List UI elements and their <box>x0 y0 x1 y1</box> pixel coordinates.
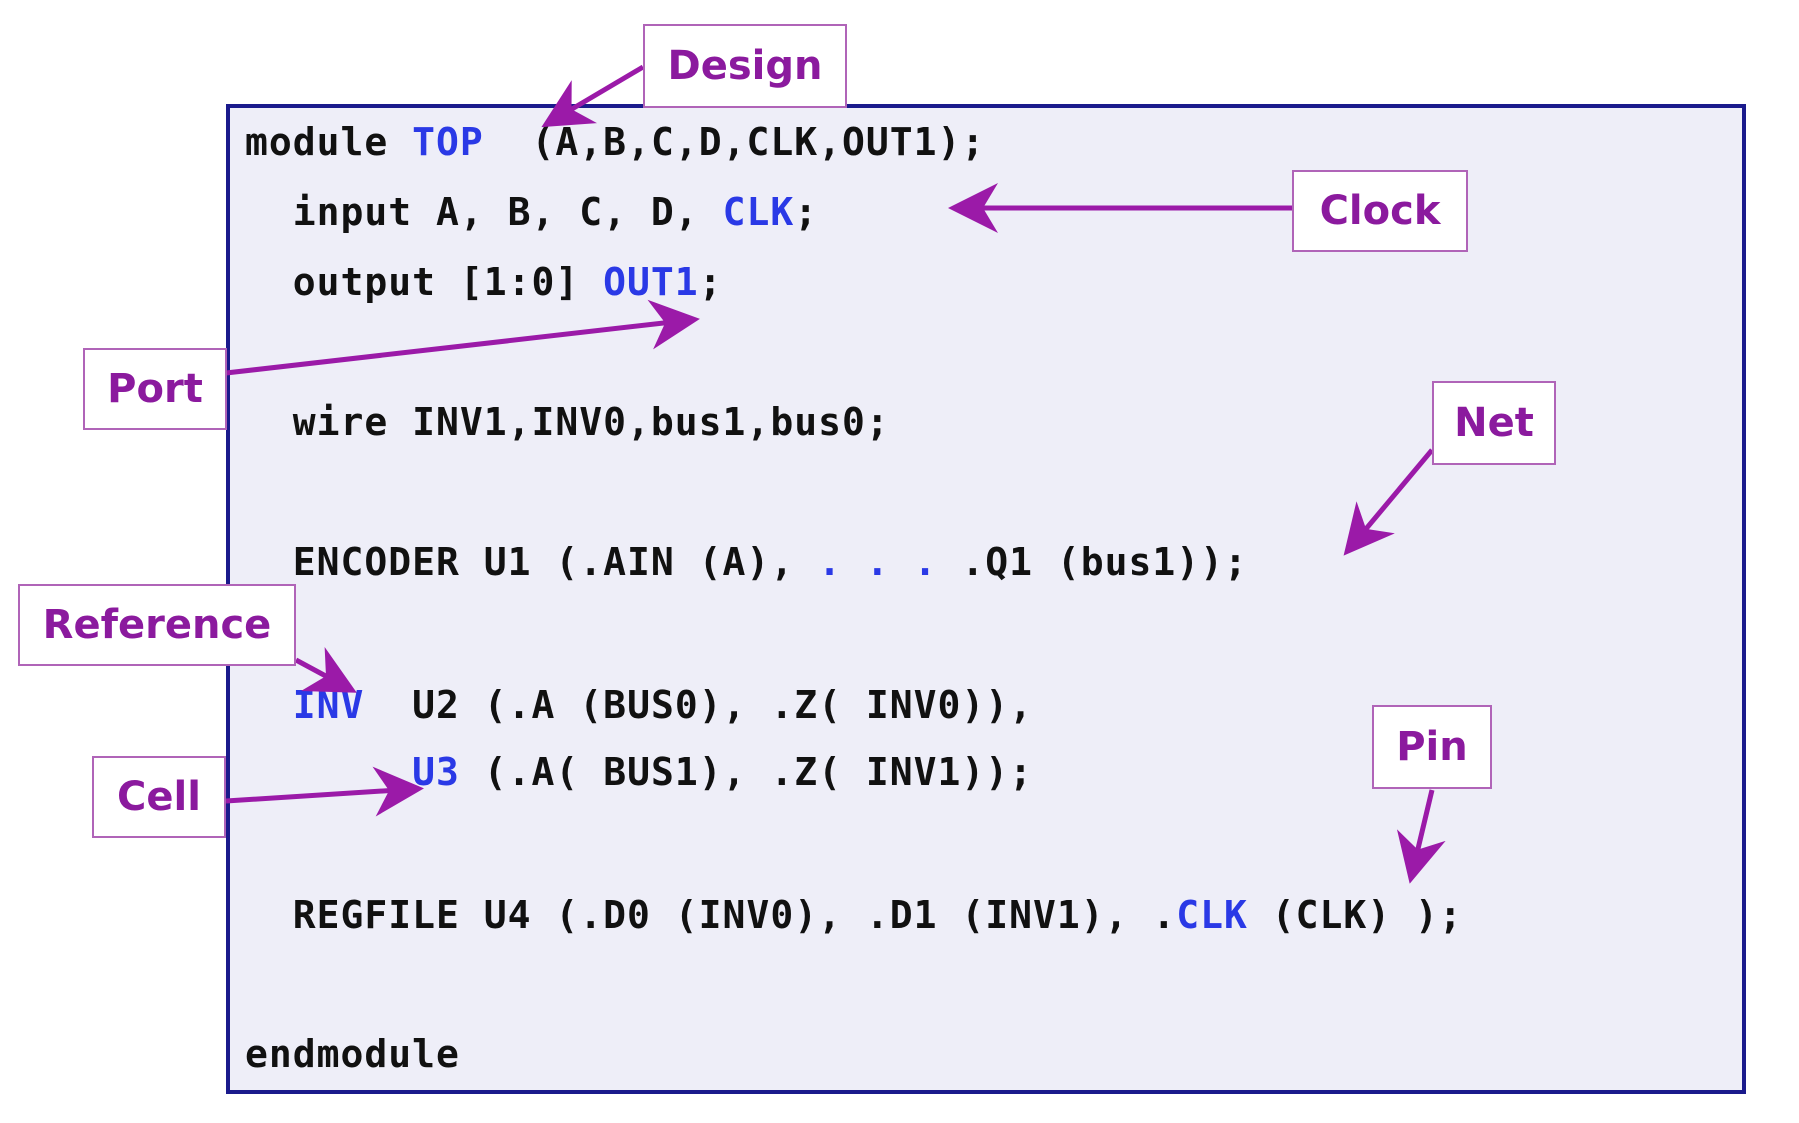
code-text: REGFILE U4 (.D0 (INV0), .D1 (INV1), . <box>245 893 1177 937</box>
label-net: Net <box>1432 381 1556 465</box>
code-line-module: module TOP (A,B,C,D,CLK,OUT1); <box>245 120 985 164</box>
cell-token: U3 <box>412 750 460 794</box>
code-text: output [1:0] <box>245 260 604 304</box>
code-text: (.A( BUS1), .Z( INV1)); <box>459 750 1033 794</box>
code-line-regfile: REGFILE U4 (.D0 (INV0), .D1 (INV1), .CLK… <box>245 893 1463 937</box>
code-text: ENCODER U1 (.AIN (A), <box>245 540 819 584</box>
label-clock: Clock <box>1292 170 1468 252</box>
code-text <box>245 683 293 727</box>
code-text <box>245 750 412 794</box>
code-line-output: output [1:0] OUT1; <box>245 260 723 304</box>
label-pin: Pin <box>1372 705 1492 789</box>
code-text: endmodule <box>245 1032 460 1076</box>
code-line-encoder: ENCODER U1 (.AIN (A), . . . .Q1 (bus1)); <box>245 540 1248 584</box>
label-port: Port <box>83 348 227 430</box>
label-design: Design <box>643 24 847 108</box>
code-text: wire INV1,INV0,bus1,bus0; <box>245 400 890 444</box>
code-text: (CLK) ); <box>1247 893 1463 937</box>
code-line-input: input A, B, C, D, CLK; <box>245 190 818 234</box>
code-panel <box>226 104 1746 1094</box>
design-name-token: TOP <box>412 120 484 164</box>
code-text: ; <box>794 190 819 234</box>
clock-token: CLK <box>722 190 795 234</box>
reference-token: INV <box>292 683 365 727</box>
pin-token: CLK <box>1176 893 1248 937</box>
code-text: .Q1 (bus1)); <box>937 540 1248 584</box>
ellipsis-token: . . . <box>818 540 938 584</box>
label-reference: Reference <box>18 584 296 666</box>
code-text: input A, B, C, D, <box>245 190 723 234</box>
code-line-u3: U3 (.A( BUS1), .Z( INV1)); <box>245 750 1033 794</box>
code-text: ; <box>698 260 723 304</box>
code-line-inv-u2: INV U2 (.A (BUS0), .Z( INV0)), <box>245 683 1033 727</box>
code-text: (A,B,C,D,CLK,OUT1); <box>483 120 986 164</box>
code-line-wire: wire INV1,INV0,bus1,bus0; <box>245 400 890 444</box>
code-line-endmodule: endmodule <box>245 1032 460 1076</box>
code-text: module <box>245 120 413 164</box>
code-text: U2 (.A (BUS0), .Z( INV0)), <box>364 683 1033 727</box>
label-cell: Cell <box>92 756 226 838</box>
port-token: OUT1 <box>603 260 699 304</box>
